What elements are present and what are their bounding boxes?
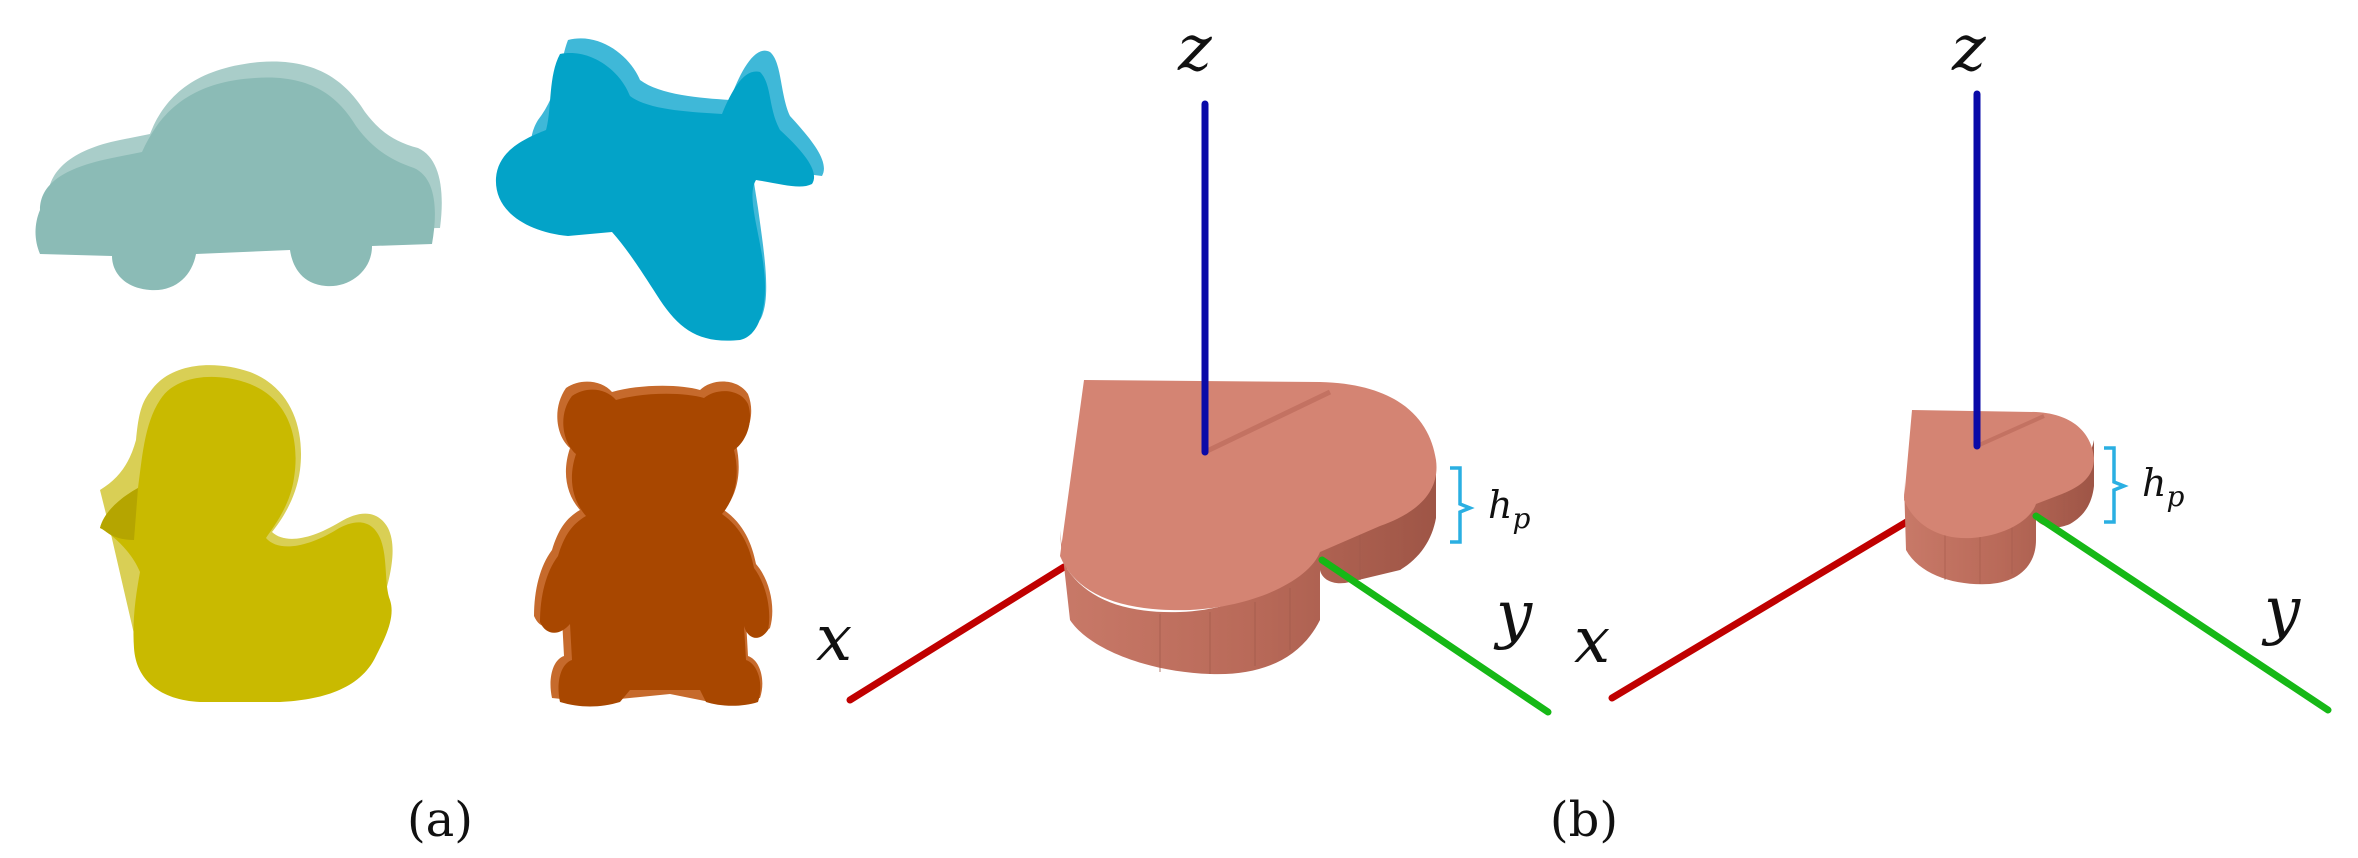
height-label-small: hp: [2142, 461, 2184, 513]
x-axis-line: [846, 563, 1068, 704]
y-axis-line: [1318, 556, 1552, 716]
caption-b: (b): [1550, 792, 1618, 848]
heart-side-small: [1904, 440, 2094, 585]
panel-b-small: z x y hp: [1574, 12, 2332, 714]
x-axis-label-small: x: [1574, 604, 1610, 678]
y-axis-label: y: [1493, 578, 1533, 652]
panel-b-large: z x y hp: [816, 12, 1552, 716]
x-axis-label: x: [816, 602, 852, 676]
height-label: hp: [1488, 483, 1530, 535]
z-axis-label-small: z: [1951, 12, 1987, 86]
z-axis-label: z: [1177, 12, 1213, 86]
airplane-icon: [495, 38, 824, 341]
car-icon: [35, 61, 442, 291]
caption-a: (a): [407, 792, 473, 848]
duck-icon: [100, 365, 393, 702]
heart-top: [1060, 380, 1437, 611]
heart-side: [1060, 470, 1436, 675]
height-bracket-small: [2104, 446, 2129, 524]
x-axis-line-small: [1608, 516, 1914, 702]
panel-a: [35, 38, 824, 707]
y-axis-label-small: y: [2261, 574, 2301, 648]
teddy-bear-icon: [534, 381, 773, 707]
heart-top-small: [1904, 410, 2094, 539]
height-bracket: [1450, 466, 1475, 544]
y-axis-line-small: [2032, 512, 2332, 714]
